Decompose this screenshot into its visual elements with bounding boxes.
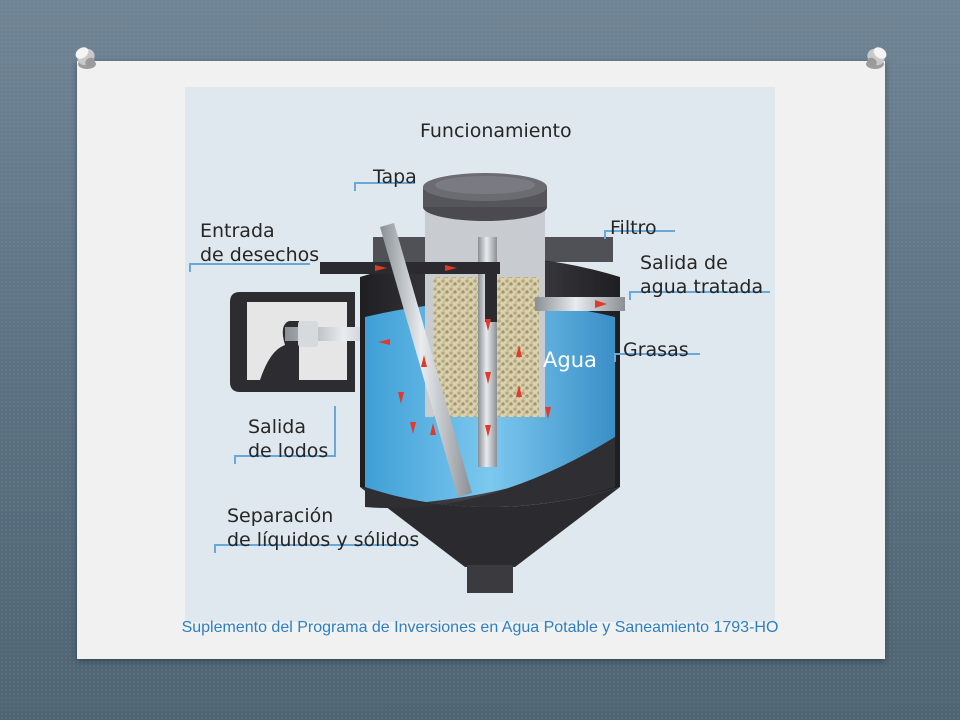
- tank-illustration: [189, 173, 770, 593]
- label-entrada-line2: de desechos: [200, 244, 320, 266]
- diagram-title: Funcionamiento: [420, 120, 572, 142]
- label-grasas: Grasas: [623, 339, 689, 361]
- label-entrada-line1: Entrada: [200, 220, 275, 242]
- slide-caption: Suplemento del Programa de Inversiones e…: [181, 619, 779, 636]
- label-separacion-line2: de líquidos y sólidos: [227, 529, 420, 551]
- label-separacion-line1: Separación: [227, 505, 334, 527]
- label-salida-lodos-line2: de lodos: [248, 440, 329, 462]
- label-salida-agua-line2: agua tratada: [640, 276, 764, 298]
- right-pin-icon: [866, 47, 887, 69]
- leader-lines: [189, 182, 770, 553]
- label-salida-agua-line1: Salida de: [640, 252, 728, 274]
- left-pin-icon: [75, 47, 96, 69]
- label-tapa: Tapa: [373, 166, 417, 188]
- label-agua: Agua: [543, 348, 597, 372]
- label-filtro: Filtro: [610, 217, 657, 239]
- label-salida-lodos-line1: Salida: [248, 416, 306, 438]
- flow-arrows: [375, 265, 607, 437]
- septic-tank-diagram: Funcionamiento Tapa Entrada de desechos …: [185, 87, 775, 622]
